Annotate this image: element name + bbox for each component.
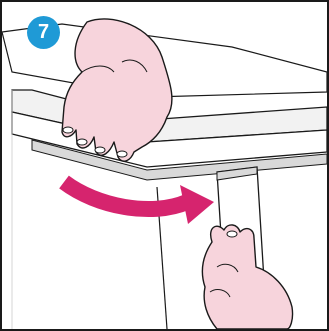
lower-hand <box>202 225 292 329</box>
fingernail <box>77 139 87 145</box>
rotation-arrow-head <box>180 185 214 224</box>
rotation-arrow-shaft <box>64 182 187 209</box>
lower-hand-shape <box>202 225 292 329</box>
fingernail <box>95 147 105 153</box>
fingernail <box>63 127 73 133</box>
instruction-illustration <box>2 2 327 329</box>
fingernail <box>227 231 237 237</box>
fingernail <box>117 151 127 157</box>
rotation-arrow <box>64 182 214 224</box>
step-number-badge: 7 <box>27 16 60 49</box>
